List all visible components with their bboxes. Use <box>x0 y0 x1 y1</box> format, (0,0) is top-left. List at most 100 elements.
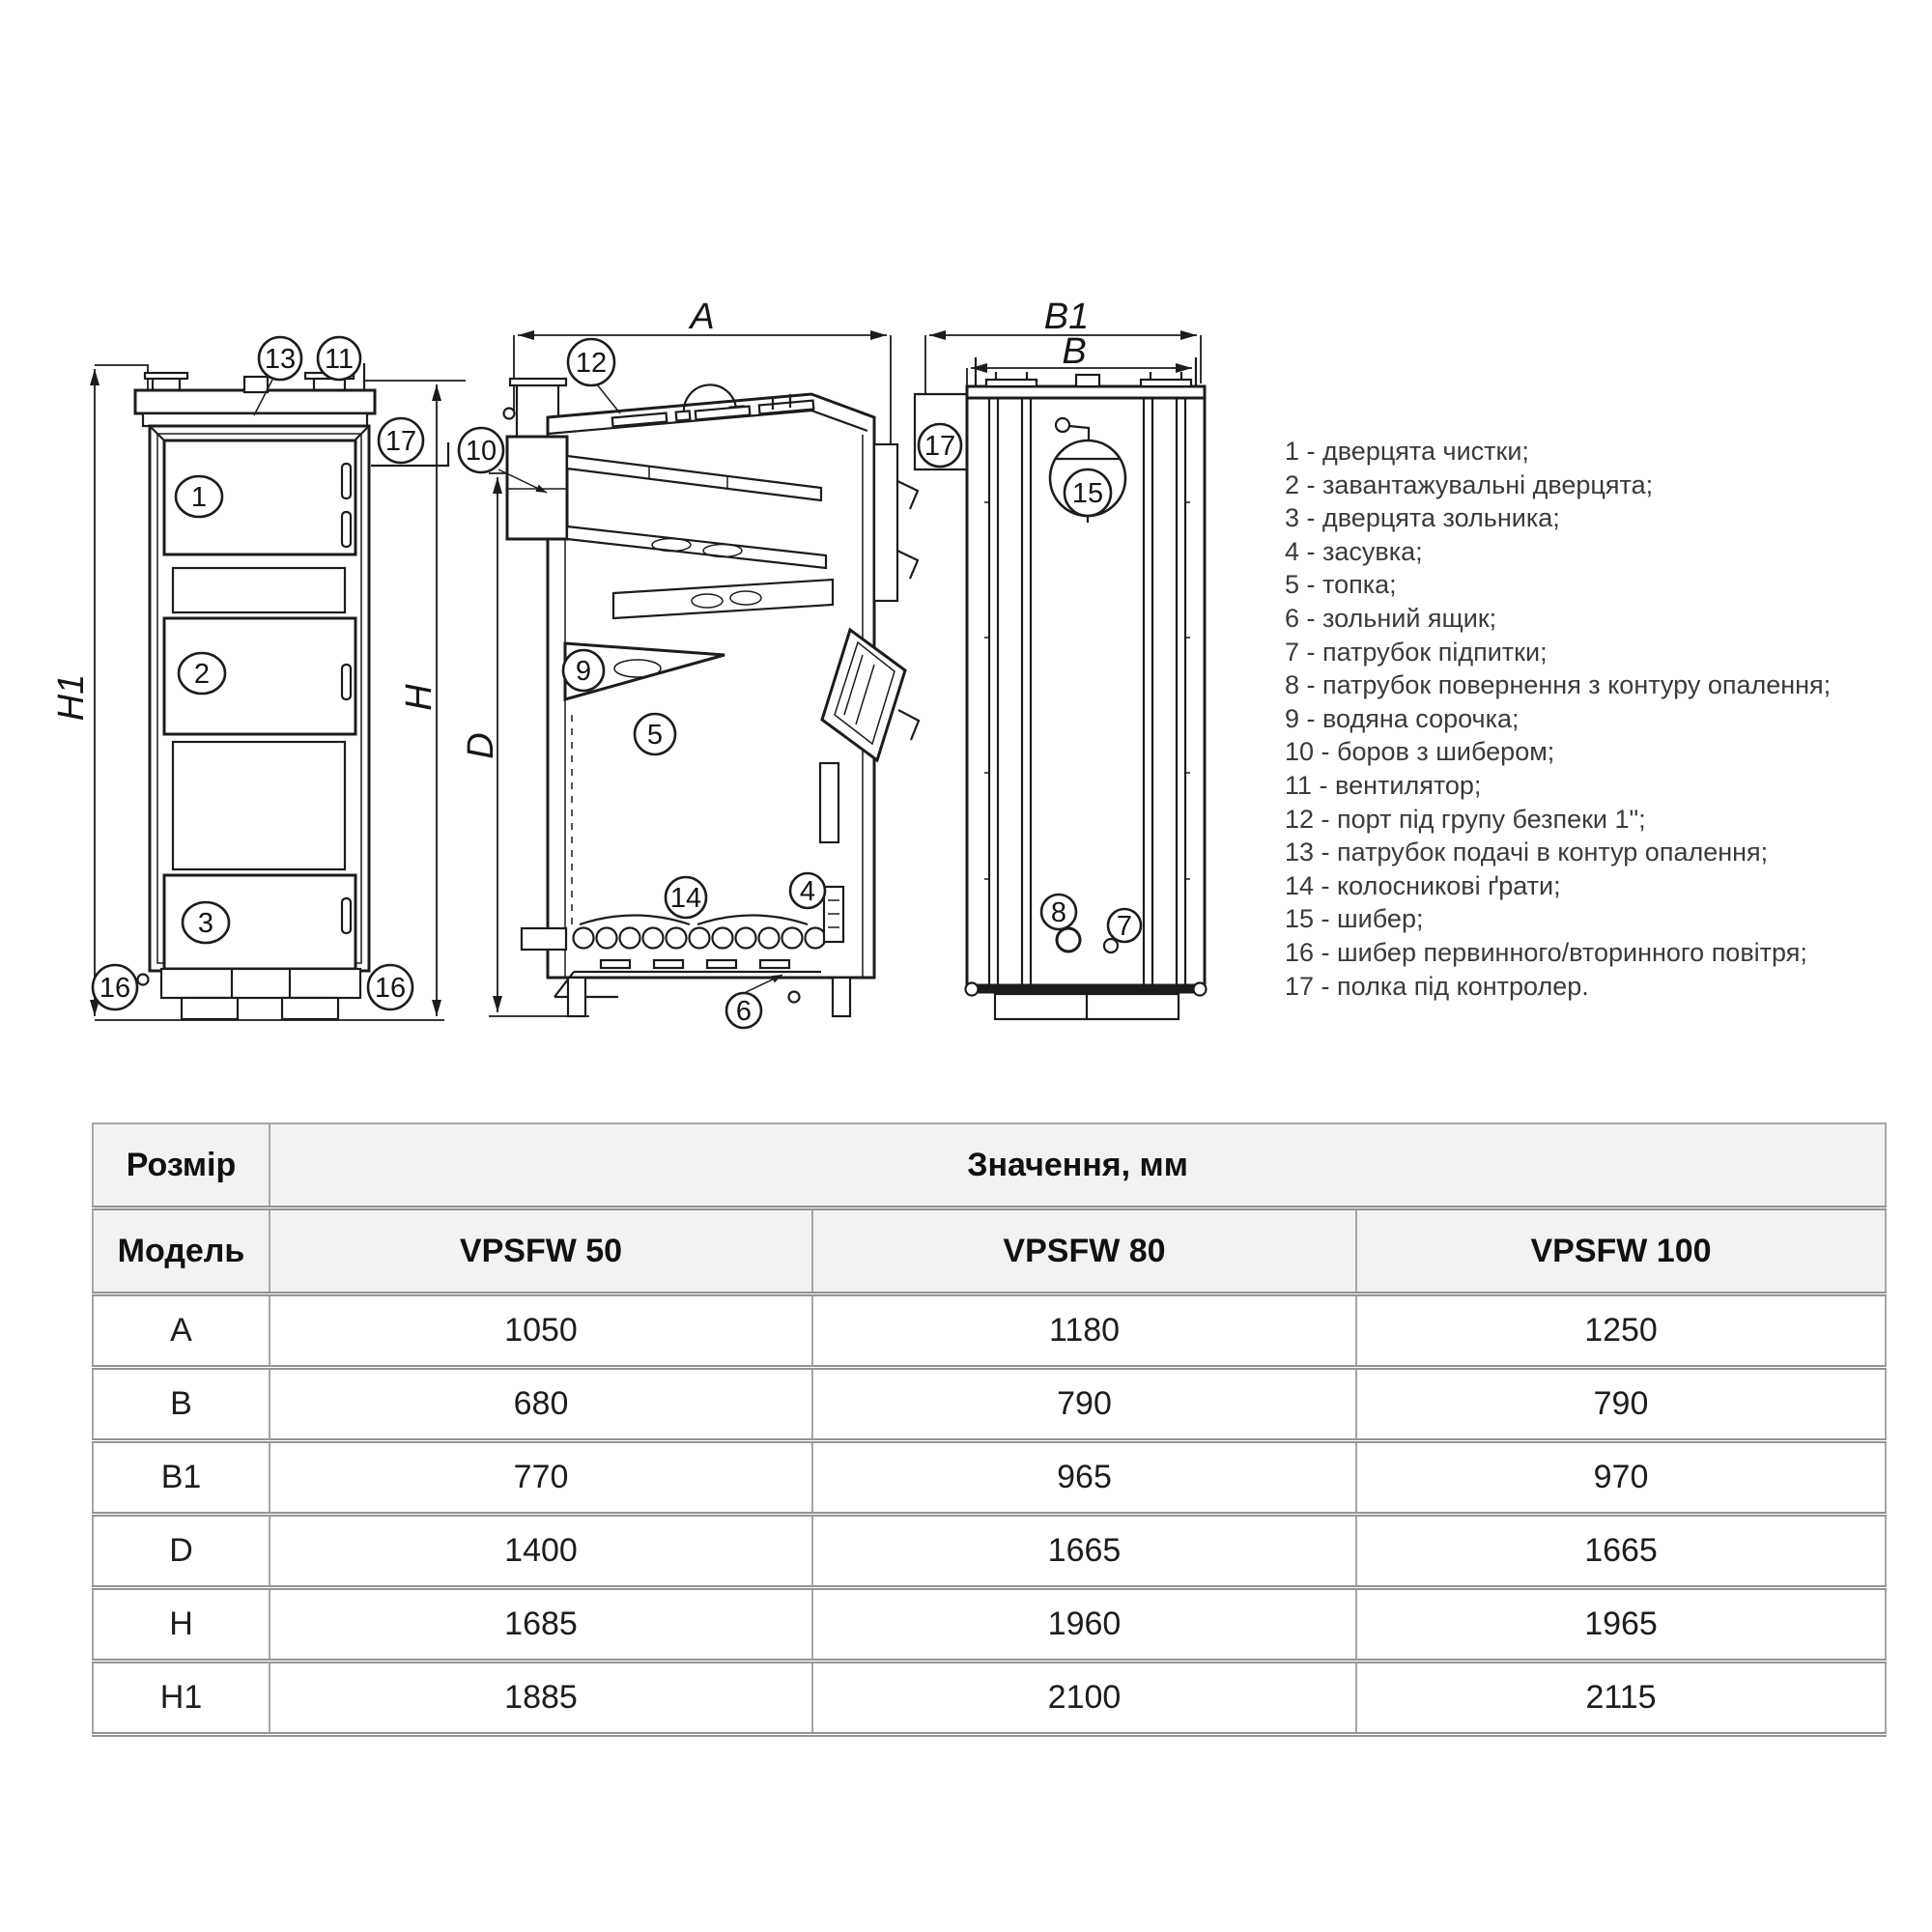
base-back <box>964 981 1208 1021</box>
top-plate-band <box>547 409 868 436</box>
door-latch <box>340 510 353 549</box>
callout-3-label: 3 <box>198 908 213 939</box>
flanged-stub-left <box>984 372 1038 388</box>
callout-16-label: 16 <box>375 973 406 1004</box>
value-cell: 2100 <box>811 1660 1357 1737</box>
model-cell: VPSFW 100 <box>1354 1207 1888 1296</box>
value-cell: 1960 <box>811 1586 1357 1663</box>
value-cell: 1665 <box>1354 1513 1888 1590</box>
size-header-cell: Розмір <box>92 1122 270 1210</box>
callout-6-label: 6 <box>736 996 752 1027</box>
drain-hole <box>787 990 801 1004</box>
legend-item: 17 - полка під контролер. <box>1285 971 1589 1001</box>
back-view-drawing: B1 B <box>913 297 1208 1021</box>
value-cell: 790 <box>811 1366 1357 1443</box>
callout-17-front <box>377 416 425 465</box>
callout-4-label: 4 <box>800 876 815 907</box>
legend-item: 8 - патрубок повернення з контуру опален… <box>1285 670 1832 700</box>
table-header-row: Розмір Значення, мм <box>92 1122 1888 1210</box>
controller-shelf-back <box>913 392 967 471</box>
flanged-stub-right <box>1139 372 1193 388</box>
value-cell: 680 <box>269 1366 813 1443</box>
callout-13 <box>257 335 303 382</box>
air-shutter-knob-left <box>136 973 150 986</box>
dim-label-b1: B1 <box>1044 297 1089 337</box>
grate-bars <box>572 926 827 950</box>
callout-3 <box>181 900 231 945</box>
top-slot <box>694 405 752 421</box>
callout-12-label: 12 <box>576 348 607 379</box>
return-port <box>1055 926 1082 953</box>
legend-item: 7 - патрубок підпитки; <box>1285 637 1548 667</box>
callout-10-label: 10 <box>466 436 497 467</box>
controller-shelf-front <box>371 442 450 468</box>
door-latch <box>340 462 353 500</box>
legend-item: 16 - шибер первинного/вторинного повітря… <box>1285 937 1807 967</box>
callout-10 <box>457 426 505 474</box>
feed-port <box>1102 937 1120 954</box>
h1-extension-line <box>95 364 149 391</box>
leg <box>831 976 852 1018</box>
table-row: B 680 790 790 <box>92 1366 1888 1443</box>
legend-item: 1 - дверцята чистки; <box>1285 437 1529 466</box>
dim-label-h: H <box>399 684 440 711</box>
parts-legend: 1 - дверцята чистки; 2 - завантажувальні… <box>1285 435 1913 1003</box>
dimensions-table: Розмір Значення, мм Модель VPSFW 50 VPSF… <box>92 1122 1888 1737</box>
back-body <box>965 396 1207 987</box>
top-lip <box>141 412 369 428</box>
top-plate-back <box>965 384 1207 400</box>
callout-8-label: 8 <box>1051 897 1066 928</box>
boiler-drawings: H1 H <box>51 297 1208 1030</box>
chimney-flange <box>508 377 568 387</box>
dim-label-b: B <box>1062 331 1086 372</box>
value-cell: 1050 <box>269 1293 813 1370</box>
value-cell: 1885 <box>269 1660 813 1737</box>
callout-8 <box>1039 893 1078 931</box>
callout-16-label: 16 <box>99 973 130 1004</box>
dim-cell: B1 <box>92 1439 270 1517</box>
table-row: H 1685 1960 1965 <box>92 1586 1888 1663</box>
callout-14 <box>664 875 708 920</box>
lifting-hoop <box>682 384 738 414</box>
callout-9-label: 9 <box>576 656 591 687</box>
dim-cell: B <box>92 1366 270 1443</box>
damper-pivot <box>502 407 516 420</box>
leg <box>566 976 587 1018</box>
table-row: D 1400 1665 1665 <box>92 1513 1888 1590</box>
callout-12 <box>566 337 616 387</box>
smoke-box <box>505 435 569 541</box>
callout-13-leader <box>253 379 273 416</box>
fuel-mounds <box>579 914 809 926</box>
corner-tick <box>149 425 164 440</box>
callout-1-label: 1 <box>191 482 207 513</box>
dim-cell: A <box>92 1293 270 1370</box>
top-slot <box>757 399 815 415</box>
values-header-cell: Значення, мм <box>268 1122 1888 1210</box>
value-cell: 790 <box>1354 1366 1888 1443</box>
top-plate <box>133 388 377 415</box>
callout-17-label: 17 <box>924 431 955 462</box>
callout-7-label: 7 <box>1117 911 1132 942</box>
callout-7 <box>1106 907 1143 944</box>
front-view-drawing: H1 H <box>51 335 466 1021</box>
legend-item: 3 - дверцята зольника; <box>1285 503 1560 533</box>
legend-item: 2 - завантажувальні дверцята; <box>1285 469 1654 499</box>
callout-17-back <box>917 422 963 469</box>
wedge-slot <box>613 659 662 678</box>
callout-9 <box>561 648 606 693</box>
top-slot <box>611 412 668 428</box>
model-header-cell: Модель <box>92 1207 270 1296</box>
door-latch <box>340 663 353 701</box>
callout-11-label: 11 <box>325 344 354 375</box>
callout-14-label: 14 <box>670 883 701 914</box>
callout-12-leader <box>596 384 621 414</box>
secondary-air-slats <box>599 958 791 970</box>
corner-tick <box>355 425 370 440</box>
right-door-sections <box>818 442 921 844</box>
dim-label-h1: H1 <box>51 674 92 722</box>
model-cell: VPSFW 50 <box>269 1207 813 1296</box>
callout-11 <box>316 335 362 382</box>
model-cell: VPSFW 80 <box>811 1207 1357 1296</box>
legend-item: 13 - патрубок подачі в контур опалення; <box>1285 838 1769 867</box>
